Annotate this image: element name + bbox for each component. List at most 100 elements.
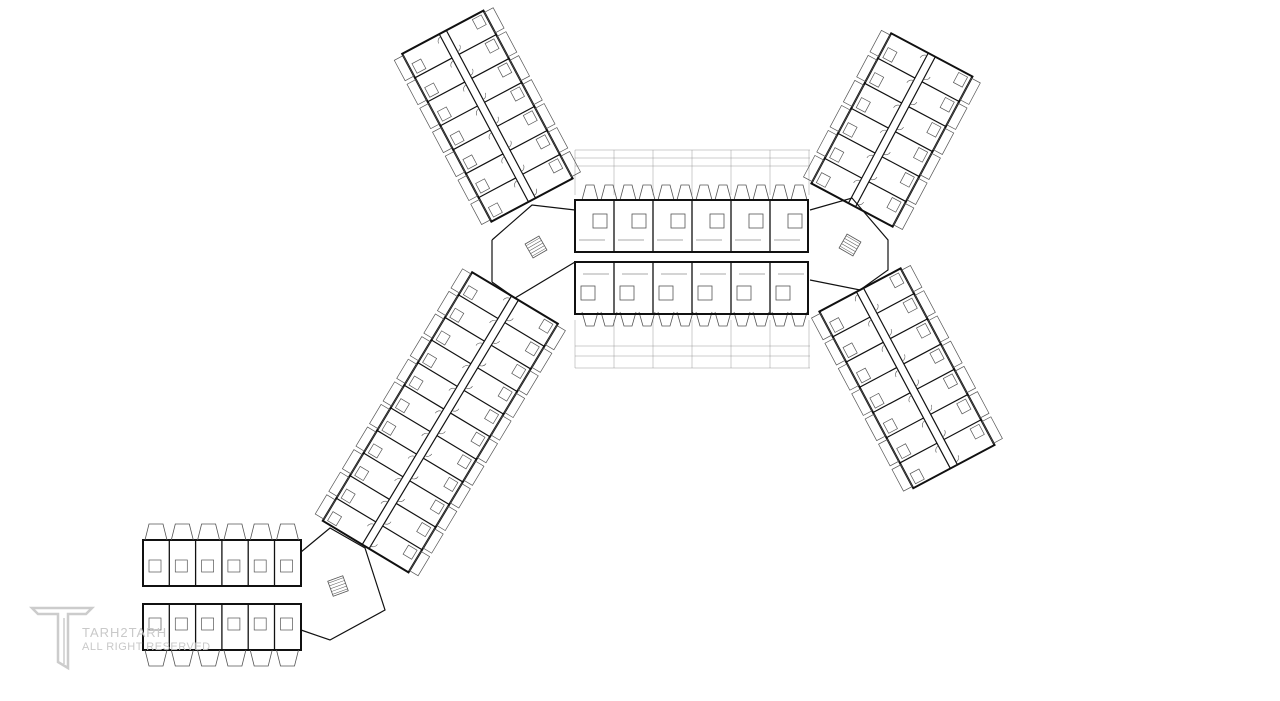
door-swing bbox=[879, 129, 888, 133]
bathroom bbox=[456, 454, 472, 470]
balcony bbox=[490, 415, 512, 441]
bathroom bbox=[787, 213, 803, 229]
bathroom bbox=[775, 285, 791, 301]
stair-tread bbox=[330, 583, 346, 589]
room-divider bbox=[376, 429, 417, 455]
door-swing bbox=[421, 433, 429, 436]
bathroom bbox=[497, 386, 513, 402]
bathroom bbox=[449, 130, 465, 146]
balcony bbox=[509, 55, 531, 82]
bathroom bbox=[148, 559, 162, 573]
balcony bbox=[581, 184, 599, 201]
balcony bbox=[927, 315, 950, 343]
bathroom bbox=[882, 418, 898, 434]
bathroom bbox=[484, 38, 500, 54]
diagonal-wings bbox=[142, 7, 1003, 667]
door-swing bbox=[922, 420, 926, 428]
door-swing bbox=[367, 523, 375, 527]
door-swing bbox=[448, 387, 456, 391]
door-swing bbox=[475, 342, 484, 346]
room-divider bbox=[518, 299, 559, 325]
room-divider bbox=[930, 394, 968, 415]
door-swing bbox=[955, 455, 959, 463]
room-divider bbox=[851, 107, 889, 129]
room-divider bbox=[465, 153, 504, 175]
balcony bbox=[409, 336, 431, 362]
bathroom bbox=[253, 559, 267, 573]
room-divider bbox=[368, 548, 409, 573]
bathroom bbox=[148, 617, 162, 631]
room-divider bbox=[863, 267, 901, 289]
room-divider bbox=[401, 33, 440, 55]
bathroom bbox=[899, 172, 915, 188]
door-swing bbox=[888, 329, 892, 337]
balcony bbox=[932, 127, 955, 155]
door-swing bbox=[451, 408, 460, 412]
bathroom bbox=[916, 322, 932, 339]
door-swing bbox=[866, 154, 874, 158]
stair-tread bbox=[531, 247, 547, 257]
door-swing bbox=[463, 84, 467, 92]
balcony bbox=[981, 416, 1003, 444]
door-swing bbox=[502, 297, 511, 301]
balcony bbox=[560, 151, 581, 178]
door-swing bbox=[424, 453, 433, 457]
balcony bbox=[276, 523, 299, 541]
bathroom bbox=[829, 317, 845, 333]
door-swing bbox=[906, 79, 914, 83]
bathroom bbox=[929, 348, 945, 364]
balcony bbox=[409, 550, 431, 577]
bathroom bbox=[548, 158, 564, 174]
room-divider bbox=[471, 271, 512, 297]
bathroom bbox=[475, 178, 491, 194]
door-swing bbox=[533, 188, 538, 196]
corridor-wall bbox=[445, 30, 537, 199]
bathroom bbox=[471, 14, 487, 30]
room-divider bbox=[471, 58, 510, 79]
balcony bbox=[733, 311, 751, 327]
balcony bbox=[581, 311, 599, 327]
room-divider bbox=[497, 105, 535, 127]
stair-right bbox=[838, 233, 862, 257]
balcony bbox=[869, 29, 891, 58]
bathroom bbox=[394, 398, 410, 414]
door-swing bbox=[394, 478, 402, 482]
door-swing bbox=[411, 476, 419, 480]
room-divider bbox=[436, 435, 477, 460]
door-swing bbox=[919, 54, 928, 58]
wing-lower-right bbox=[811, 265, 1003, 492]
bathroom bbox=[408, 375, 424, 391]
balcony bbox=[355, 426, 377, 452]
door-swing bbox=[853, 179, 861, 183]
balcony bbox=[824, 338, 846, 366]
door-swing bbox=[854, 294, 859, 302]
corridor-wall bbox=[368, 299, 519, 549]
bathroom bbox=[580, 285, 596, 301]
balcony bbox=[197, 649, 220, 667]
corridor-wall bbox=[361, 295, 513, 545]
door-swing bbox=[910, 101, 918, 105]
room-divider bbox=[458, 294, 499, 320]
room-divider bbox=[876, 293, 915, 314]
bathroom bbox=[889, 272, 905, 289]
balcony bbox=[968, 391, 990, 419]
door-swing bbox=[482, 92, 487, 100]
room-divider bbox=[382, 525, 423, 551]
balcony bbox=[341, 449, 363, 475]
bathroom bbox=[227, 617, 241, 631]
balcony bbox=[483, 7, 505, 34]
room-divider bbox=[845, 341, 884, 363]
wing-outline bbox=[810, 31, 974, 228]
stair-tread bbox=[525, 237, 541, 247]
bathroom bbox=[462, 285, 478, 301]
bathroom bbox=[942, 373, 958, 390]
balcony bbox=[837, 363, 860, 391]
wing-bottom-left bbox=[142, 523, 302, 667]
stair-outline bbox=[524, 235, 548, 259]
room-divider bbox=[824, 157, 863, 179]
door-swing bbox=[929, 404, 933, 412]
bathroom bbox=[913, 147, 929, 163]
stair-tread bbox=[839, 245, 855, 255]
stair-outline bbox=[327, 575, 349, 597]
corridor-wall bbox=[438, 33, 529, 203]
